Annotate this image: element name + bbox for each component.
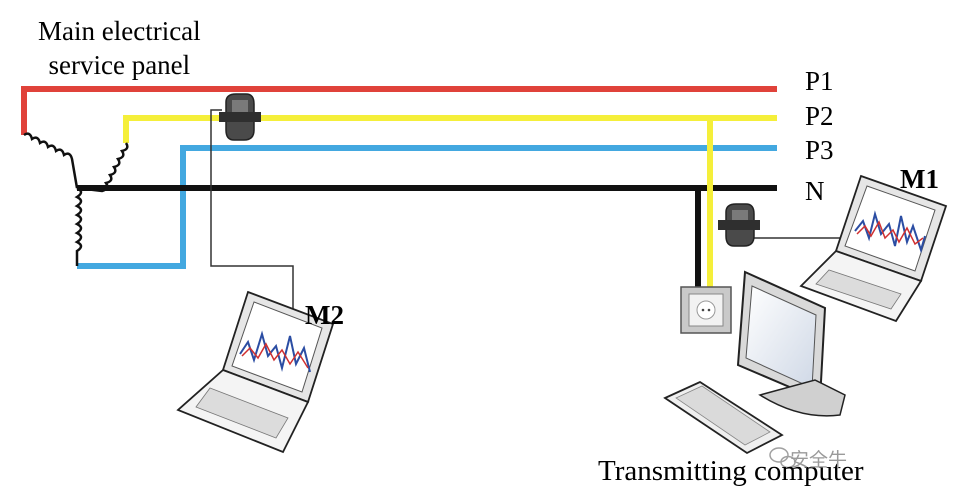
p3-wire xyxy=(77,145,777,269)
m1-label: M1 xyxy=(900,164,939,194)
n-label: N xyxy=(805,176,825,206)
current-clamp-icon xyxy=(219,93,261,141)
panel-title-line1: Main electrical xyxy=(38,16,201,46)
p1-label: P1 xyxy=(805,66,834,96)
current-clamp-icon xyxy=(718,203,760,247)
m2-signal-wire xyxy=(210,109,294,315)
watermark-text: 安全牛 xyxy=(790,449,848,471)
monitor-icon xyxy=(736,270,846,417)
p3-label: P3 xyxy=(805,135,834,165)
laptop-icon xyxy=(799,174,948,323)
panel-title: Main electrical service panel xyxy=(38,14,201,82)
p2-wire xyxy=(123,115,777,143)
wechat-icon xyxy=(769,447,796,469)
m2-label: M2 xyxy=(305,300,344,330)
wall-socket-icon xyxy=(680,286,732,334)
coil-icon xyxy=(23,132,129,266)
p1-wire xyxy=(21,86,777,135)
laptop-icon xyxy=(176,290,335,454)
panel-title-line2: service panel xyxy=(48,50,191,80)
p2-label: P2 xyxy=(805,101,834,131)
keyboard-icon xyxy=(663,380,784,455)
transmitting-computer-label: Transmitting computer xyxy=(598,455,864,487)
